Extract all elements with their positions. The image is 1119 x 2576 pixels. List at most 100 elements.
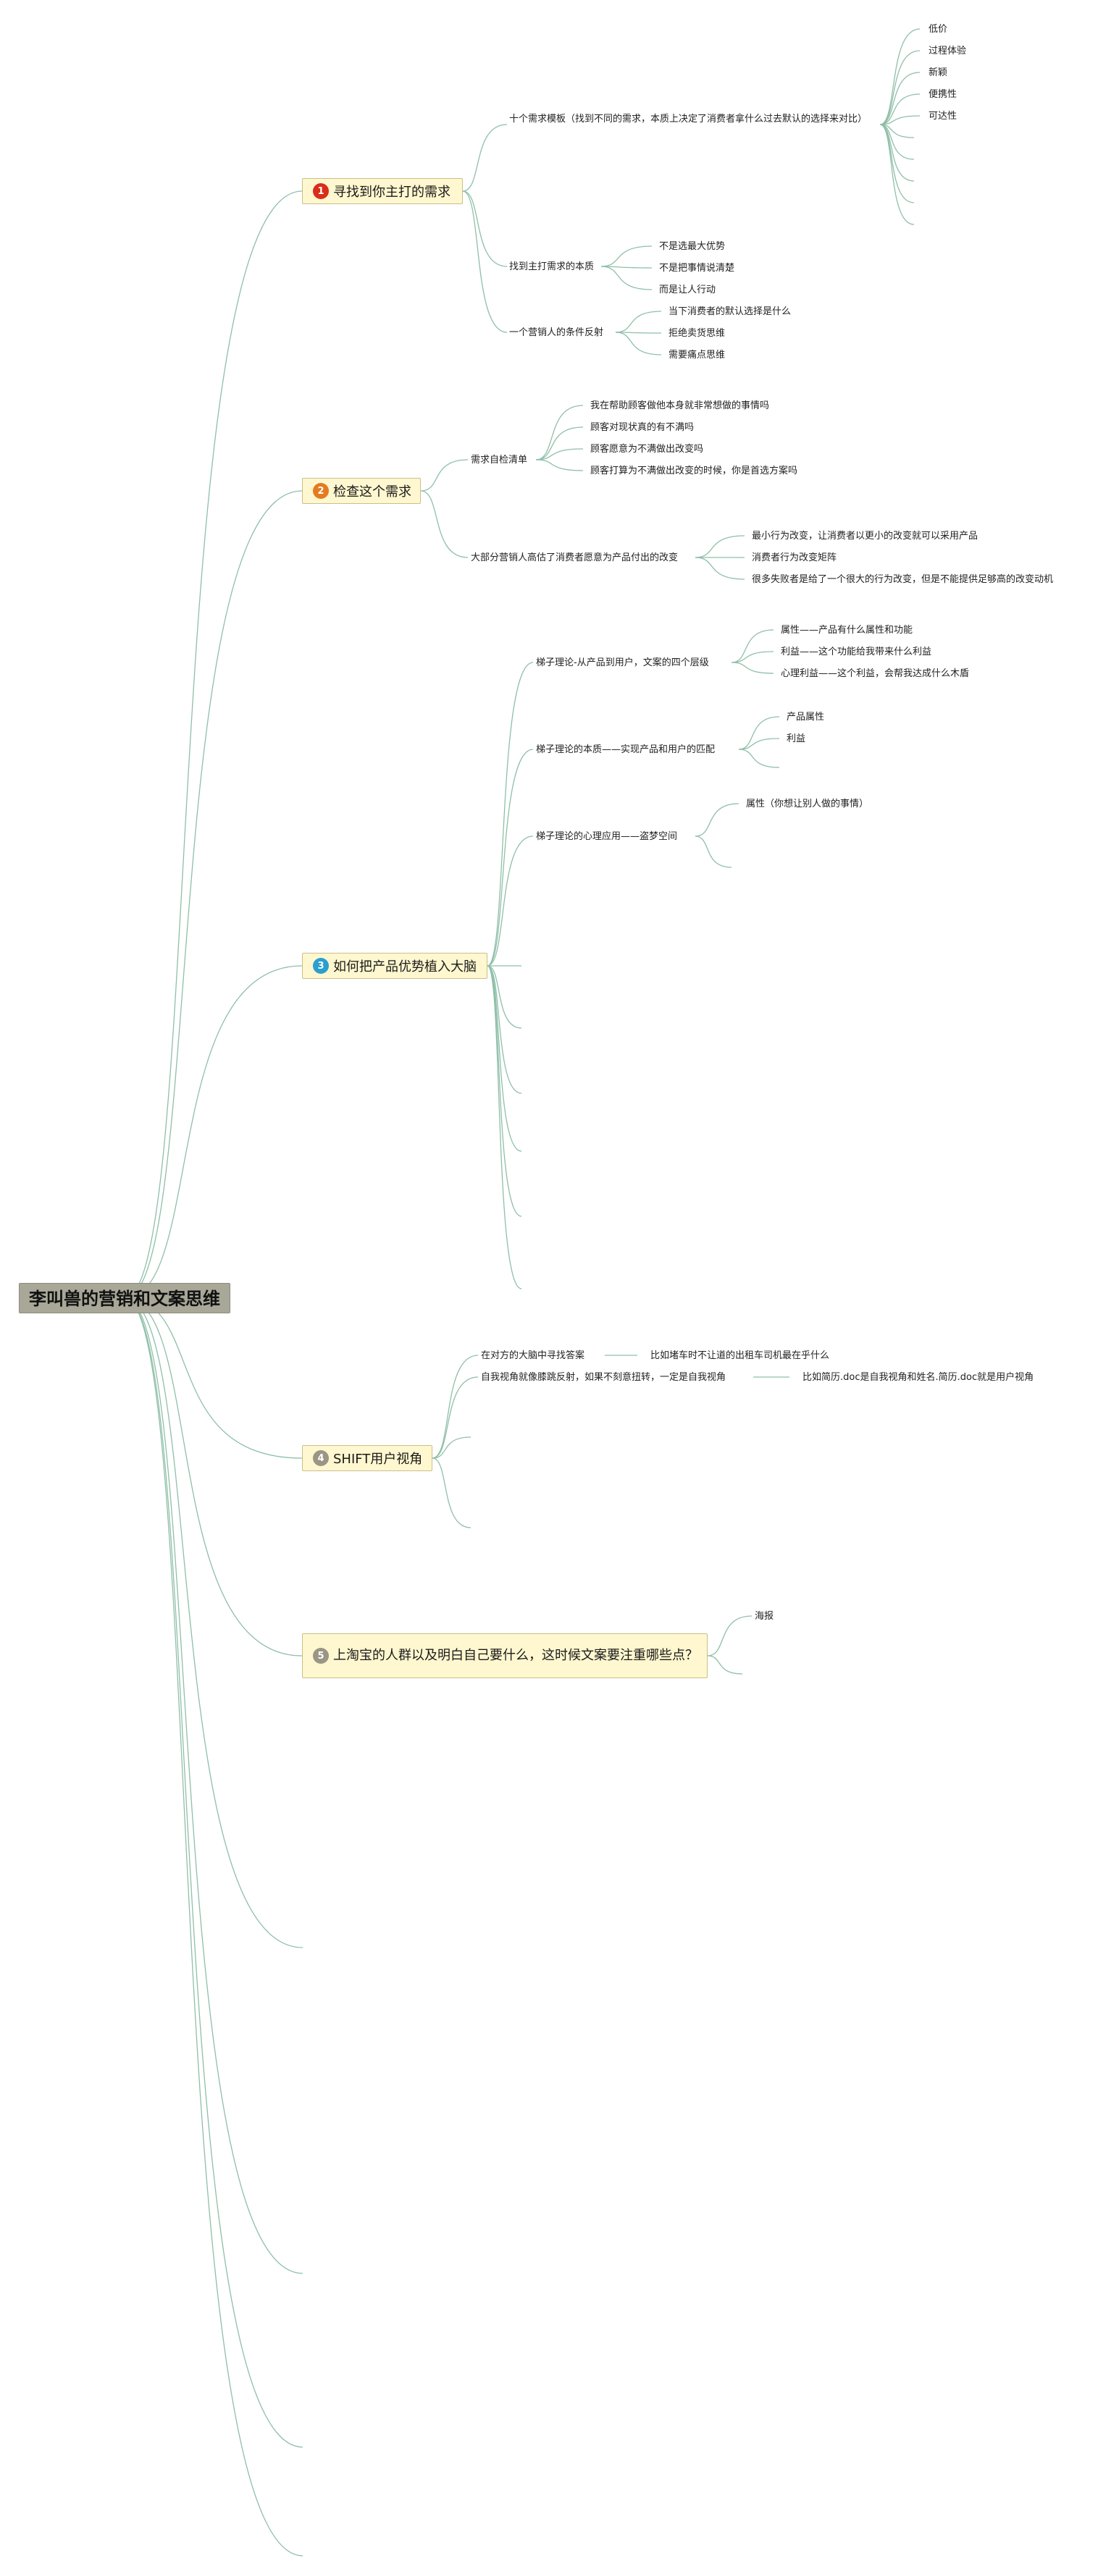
leaf-item[interactable]: 最小行为改变，让消费者以更小的改变就可以采用产品 [752,531,978,542]
topic-2[interactable]: 2 检查这个需求 [302,478,421,504]
connector [695,835,732,868]
connector [420,459,469,492]
topic-4[interactable]: 4 SHIFT用户视角 [302,1445,432,1471]
connector [695,557,745,580]
leaf-item[interactable]: 顾客打算为不满做出改变的时候，你是首选方案吗 [590,466,798,476]
leaf-item[interactable]: 顾客愿意为不满做出改变吗 [590,444,704,455]
connector [432,1436,472,1459]
connector [487,965,522,1029]
priority-5-icon: 5 [313,1648,329,1664]
subtopic[interactable]: 十个需求模板（找到不同的需求，本质上决定了消费者拿什么过去默认的选择来对比） [509,114,868,125]
connector [462,190,508,333]
connector [124,965,303,1299]
connector [462,124,508,192]
connector [600,245,653,267]
leaf-item[interactable]: 很多失败者是给了一个很大的行为改变，但是不能提供足够高的改变动机 [752,574,1054,585]
connector [731,662,774,674]
subtopic[interactable]: 一个营销人的条件反射 [509,327,604,338]
connector [535,448,584,460]
connector [738,716,780,750]
connector [535,405,584,460]
subtopic[interactable]: 梯子理论-从产品到用户，文案的四个层级 [536,657,709,668]
leaf-item[interactable]: 比如简历.doc是自我视角和姓名.简历.doc就是用户视角 [802,1372,1034,1383]
leaf-item[interactable]: 而是让人行动 [659,285,716,295]
connector [432,1376,479,1459]
leaf-item[interactable]: 我在帮助顾客做他本身就非常想做的事情吗 [590,400,770,411]
leaf-item[interactable]: 过程体验 [929,46,967,56]
leaf-item[interactable]: 利益——这个功能给我带来什么利益 [781,647,932,657]
connector [738,738,780,750]
topic-3-label: 如何把产品优势植入大脑 [333,959,477,975]
leaf-item[interactable]: 属性——产品有什么属性和功能 [781,625,913,636]
connector [707,1615,753,1657]
leaf-item[interactable]: 不是选最大优势 [659,241,726,252]
subtopic[interactable]: 梯子理论的心理应用——盗梦空间 [536,831,678,842]
connector [124,1297,303,1948]
priority-1-icon: 1 [313,183,329,199]
connector [487,965,522,1152]
subtopic[interactable]: 找到主打需求的本质 [509,261,595,272]
connector [879,72,921,125]
connector [487,965,522,1289]
topic-3[interactable]: 3 如何把产品优势植入大脑 [302,953,487,979]
leaf-item[interactable]: 可达性 [929,111,957,122]
topic-5-label: 上淘宝的人群以及明白自己要什么，这时候文案要注重哪些点？ [333,1648,698,1663]
connector [707,1655,743,1675]
leaf-item[interactable]: 当下消费者的默认选择是什么 [669,306,792,317]
connector [124,1297,303,1459]
connector [420,490,469,558]
connector [487,835,534,967]
leaf-item[interactable]: 新颖 [929,67,948,78]
connector [731,651,774,663]
connector [124,1297,303,2274]
leaf-item[interactable]: 低价 [929,24,948,35]
leaf-item[interactable]: 顾客对现状真的有不满吗 [590,422,695,433]
connector [615,332,662,334]
priority-2-icon: 2 [313,483,329,499]
subtopic[interactable]: 在对方的大脑中寻找答案 [481,1350,585,1361]
connector [879,124,915,203]
subtopic[interactable]: 自我视角就像膝跳反射，如果不刻意扭转，一定是自我视角 [481,1372,726,1383]
subtopic[interactable]: 大部分营销人高估了消费者愿意为产品付出的改变 [471,552,679,563]
leaf-item[interactable]: 不是把事情说清楚 [659,263,735,274]
priority-4-icon: 4 [313,1450,329,1466]
leaf-item[interactable]: 心理利益——这个利益，会帮我达成什么木盾 [781,668,970,679]
connector [695,535,745,558]
connector [124,190,303,1299]
priority-3-icon: 3 [313,958,329,974]
connector [600,266,653,269]
leaf-item[interactable]: 需要痛点思维 [669,350,726,361]
topic-1-label: 寻找到你主打的需求 [333,185,450,200]
connector [487,965,522,1217]
leaf-item[interactable]: 消费者行为改变矩阵 [752,552,837,563]
connector [487,662,534,967]
subtopic[interactable]: 需求自检清单 [471,455,528,466]
leaf-item[interactable]: 利益 [787,733,806,744]
connector [432,1355,479,1459]
topic-2-label: 检查这个需求 [333,484,411,500]
leaf-item[interactable]: 拒绝卖货思维 [669,328,726,339]
connector [600,266,653,290]
subtopic[interactable]: 梯子理论的本质——实现产品和用户的匹配 [536,744,716,755]
connector [879,124,915,225]
connector [462,190,508,267]
leaf-item[interactable]: 比如堵车时不让道的出租车司机最在乎什么 [650,1350,830,1361]
connector [124,1297,303,1657]
connector [731,629,774,663]
connector [432,1457,472,1528]
topic-1[interactable]: 1 寻找到你主打的需求 [302,178,463,204]
connector [615,332,662,355]
connector [879,50,921,125]
connector [487,965,522,1094]
connector [535,426,584,460]
connector [615,311,662,333]
subtopic[interactable]: 海报 [755,1611,774,1622]
leaf-item[interactable]: 便携性 [929,89,957,100]
leaf-item[interactable]: 属性（你想让别人做的事情） [746,799,869,809]
topic-5[interactable]: 5 上淘宝的人群以及明白自己要什么，这时候文案要注重哪些点？ [302,1633,708,1678]
connector [124,1297,303,2556]
connector [738,749,780,768]
root-topic[interactable]: 李叫兽的营销和文案思维 [19,1283,230,1313]
leaf-item[interactable]: 产品属性 [787,712,825,723]
